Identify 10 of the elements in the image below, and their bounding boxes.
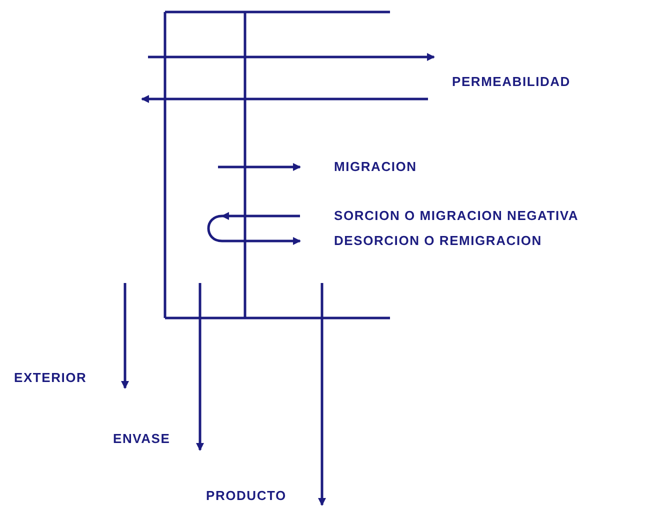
label-text: DESORCION O REMIGRACION — [334, 233, 542, 249]
label-text: PERMEABILIDAD — [452, 74, 570, 90]
region-label: EXTERIOR — [14, 370, 87, 386]
label-text: MIGRACION — [334, 159, 417, 175]
arrow — [318, 283, 326, 506]
label-text: SORCION O MIGRACION NEGATIVA — [334, 208, 579, 224]
arrow — [121, 283, 129, 389]
arrow — [196, 283, 204, 451]
region-label: PRODUCTO — [206, 488, 286, 504]
region-label: ENVASE — [113, 430, 170, 446]
